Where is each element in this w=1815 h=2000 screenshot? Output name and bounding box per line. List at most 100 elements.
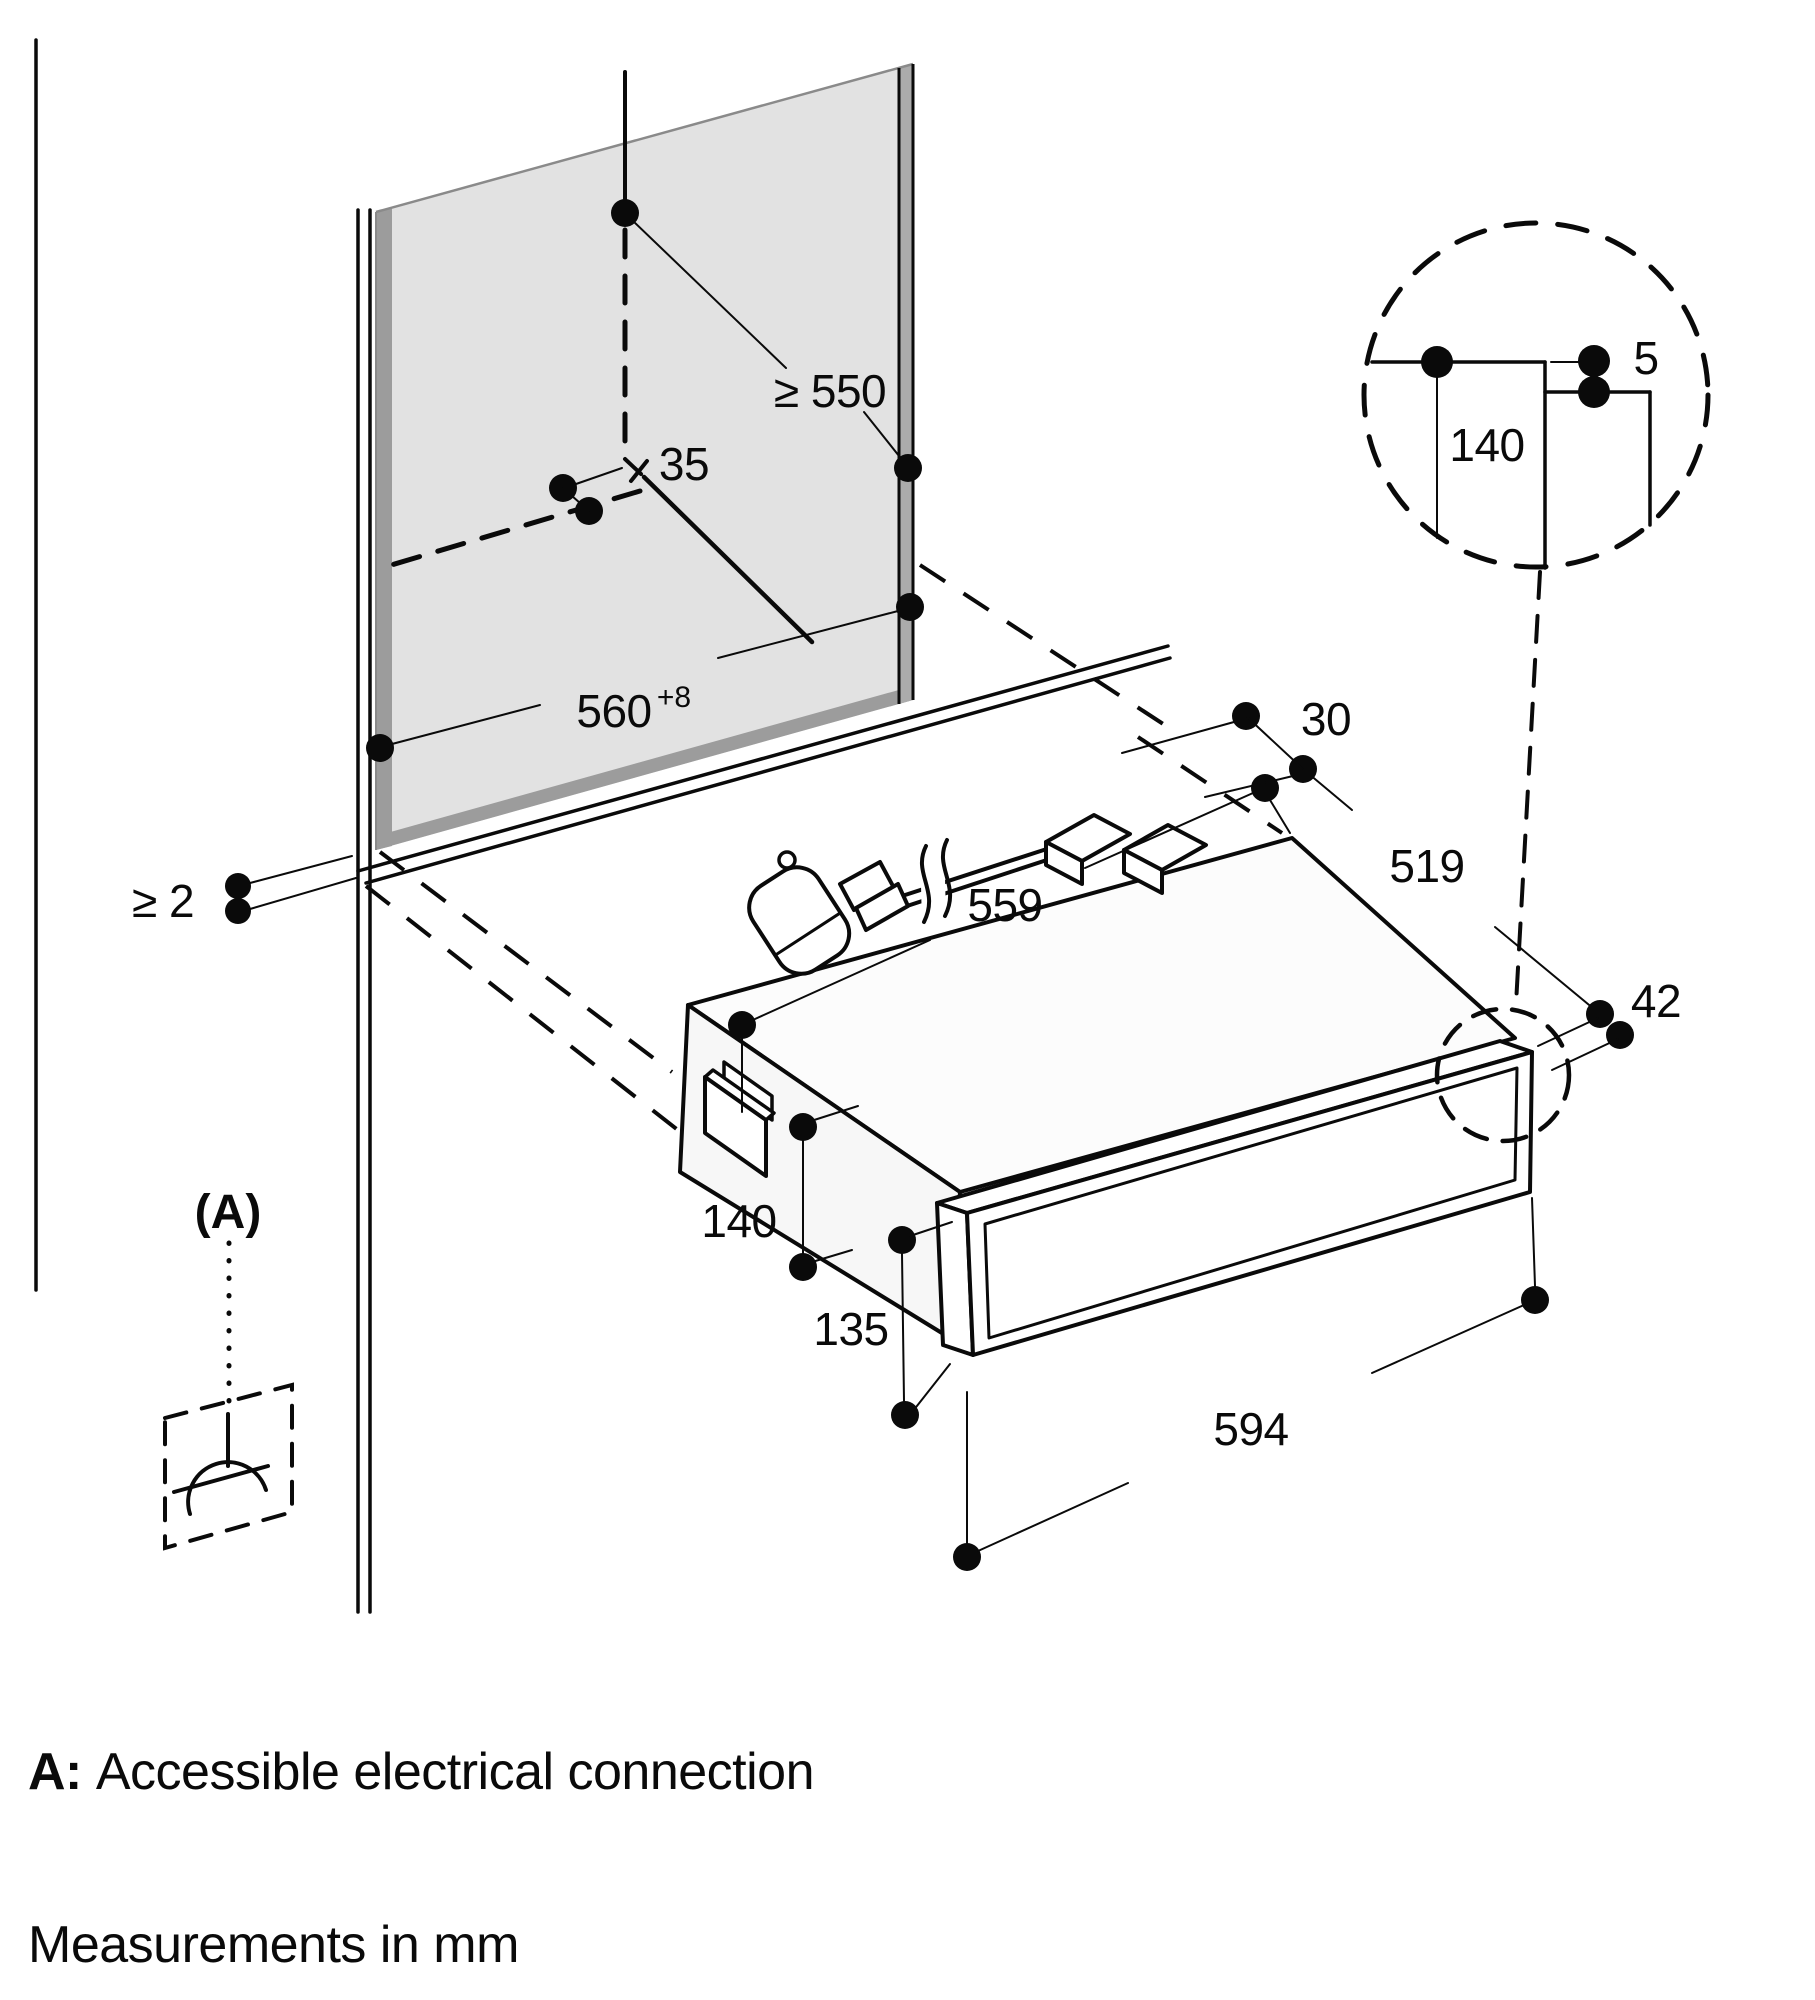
dimension-lines [225, 199, 1634, 1571]
dim-42-leader-2 [1551, 1038, 1619, 1071]
projection-line-right-2 [1136, 735, 1284, 835]
dim-559-label: 559 [967, 879, 1042, 931]
dim-550-leader-1 [630, 218, 787, 369]
dim-140-label: 140 [701, 1195, 776, 1247]
detail-circle [1361, 220, 1711, 570]
dim-560-dot-left [366, 734, 394, 762]
dim-594-line-left [977, 1482, 1129, 1552]
dim-42-dot-1 [1586, 1000, 1614, 1028]
cable-connector [1044, 813, 1208, 895]
detail-5-label: 5 [1633, 332, 1658, 384]
dim-135-line [901, 1253, 905, 1402]
outlet-symbol [172, 1412, 270, 1516]
dim-560-sup-label: +8 [657, 681, 691, 714]
dim-42-dot-2 [1606, 1021, 1634, 1049]
note-units: Measurements in mm [28, 1916, 519, 1974]
dim-2-leader-1 [249, 855, 353, 884]
legend-marker-label: (A) [195, 1186, 262, 1239]
terminal-box-front [703, 1075, 768, 1178]
dim-140-leader-top [810, 1105, 859, 1122]
panel-face [376, 64, 913, 850]
connector-box1-front [1044, 840, 1084, 886]
dim-135-label: 135 [813, 1303, 888, 1355]
dim-519-label: 519 [1389, 840, 1464, 892]
dim-550-dot-1 [611, 199, 639, 227]
niche-floor [356, 644, 1172, 885]
dim-550-label: ≥ 550 [774, 365, 886, 417]
dim-30-label: 30 [1301, 693, 1351, 745]
dim-140-leader-bottom [811, 1249, 853, 1263]
detail-dot-1 [1421, 346, 1453, 378]
dim-560-line-left [391, 704, 541, 745]
outlet-tangent [172, 1464, 270, 1494]
offset-tick [629, 459, 649, 483]
panel-bottom-edge-strip [376, 686, 913, 850]
projection-line-left-1 [378, 850, 674, 1074]
dim-519-segment-2 [1494, 926, 1601, 1015]
dim-2-leader-2 [249, 877, 357, 910]
dim-594-stub-right [1531, 1197, 1536, 1287]
connector-box2-front [1122, 848, 1164, 895]
dim-519-leader [1204, 775, 1294, 798]
legend-connection [163, 1240, 294, 1551]
wall-lines [34, 38, 372, 1614]
dim-35-leader [575, 467, 623, 485]
cable-break-mask [920, 838, 946, 925]
note-connection-text: Accessible electrical connection [96, 1743, 814, 1801]
outlet-dashed-box [163, 1382, 294, 1551]
front-panel-face [965, 1050, 1534, 1357]
dim-30-segment [1245, 715, 1304, 770]
dim-560-label: 560 [576, 685, 651, 737]
dim-594-dot-right [1521, 1286, 1549, 1314]
panel-floor-fold-line [641, 474, 815, 645]
power-cord [747, 813, 1208, 976]
dim-135-leader-bottom [912, 1363, 951, 1412]
dim-519-segment-1 [1302, 768, 1353, 811]
dim-559-line-left [754, 939, 931, 1020]
appliance [678, 836, 1534, 1357]
front-panel-inner-frame [983, 1066, 1519, 1340]
niche-back-panel [375, 62, 915, 850]
detail-view [1361, 220, 1711, 1144]
dim-135-dot-bottom [891, 1401, 919, 1429]
plug-neck-2 [854, 882, 910, 932]
plug-head-detail-line [775, 912, 841, 956]
dim-30-leader [1121, 721, 1235, 754]
power-plug [747, 850, 910, 976]
panel-right-edge-strip [899, 64, 913, 704]
dim-550-dot-2 [894, 454, 922, 482]
dim-559-line-right [1084, 792, 1254, 869]
dim-550-leader-2 [863, 411, 904, 462]
note-connection-marker: A: [28, 1743, 82, 1801]
dim-594-label: 594 [1213, 1403, 1288, 1455]
dim-42-label: 42 [1631, 975, 1681, 1027]
projection-line-right-1 [918, 563, 1182, 737]
dim-2-dot-2 [225, 898, 251, 924]
projection-lines [364, 563, 1284, 1190]
cable-break-curve-2 [940, 838, 953, 918]
cable-break-symbol [919, 838, 953, 925]
detail-source-circle [1434, 1006, 1572, 1144]
floor-front-edge-top [356, 644, 1170, 873]
dim-559-dot-right [1251, 774, 1279, 802]
plug-head [747, 865, 852, 976]
detail-leader-dashed [1514, 570, 1542, 1006]
detail-dot-2 [1578, 345, 1610, 377]
dim-560-line-right [717, 610, 899, 659]
detail-140-label: 140 [1449, 419, 1524, 471]
dim-35-label: 35 [659, 438, 709, 490]
dim-140-dot-top [789, 1113, 817, 1141]
detail-dot-3 [1578, 376, 1610, 408]
cable-break-curve-1 [919, 844, 932, 924]
panel-left-edge-strip [376, 208, 392, 850]
dim-2-label: ≥ 2 [132, 875, 194, 927]
outlet-arc [186, 1460, 268, 1516]
floor-front-edge-bottom [364, 656, 1172, 885]
dim-559-right-leader [1269, 799, 1291, 834]
dim-559-dot-left [728, 1011, 756, 1039]
dimension-labels: ≥ 550 35 560 +8 ≥ 2 559 30 519 42 140 13… [132, 332, 1682, 1455]
panel-top-edge [375, 62, 914, 214]
dim-35-dot-link [562, 487, 590, 512]
